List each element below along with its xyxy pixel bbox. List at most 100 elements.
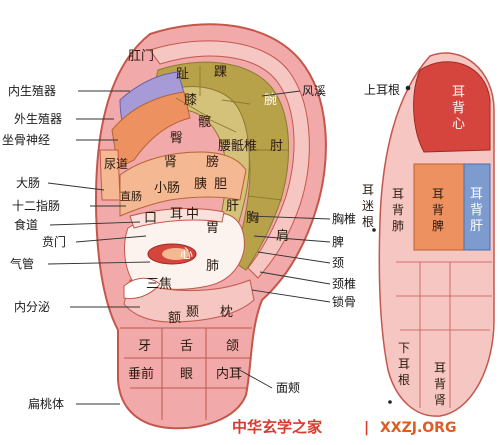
- region-labels: 肛门 趾 踝 膝 髋 腕 臀 腰骶椎 肘 尿道 肾 膀 直肠 小肠 胰 胆 肝 …: [104, 49, 289, 382]
- label-xin: 心: [180, 247, 193, 262]
- label-zhen: 枕: [220, 305, 233, 320]
- label-neifenmi: 内分泌: [14, 300, 50, 314]
- watermark-domain: XXZJ.ORG: [380, 420, 456, 436]
- helix-crus: [129, 208, 225, 229]
- label-erbeigan-3: 肝: [470, 219, 483, 234]
- label-mianjia: 面颊: [276, 381, 300, 395]
- label-yaodizhui: 腰骶椎: [218, 139, 257, 154]
- label-dan: 胆: [214, 177, 227, 192]
- label-erbeipi-3: 脾: [432, 218, 444, 233]
- label-biantaoti: 扁桃体: [28, 396, 64, 411]
- heart-zone-inner: [162, 248, 190, 260]
- label-xiaochang: 小肠: [154, 181, 180, 196]
- label-erbeifei-2: 背: [392, 203, 404, 217]
- label-yan: 眼: [180, 367, 193, 382]
- label-shidao: 食道: [14, 217, 38, 232]
- label-gangmen-1: 肛门: [128, 49, 154, 64]
- label-xiong: 胸: [246, 211, 259, 226]
- label-erbeigan-1: 耳: [470, 187, 483, 202]
- label-er: 耳: [170, 207, 183, 222]
- label-erbeixin-3: 心: [452, 117, 465, 132]
- lobe-grid: [120, 327, 252, 420]
- label-wei: 胃: [206, 221, 219, 236]
- label-pi: 脾: [332, 234, 344, 249]
- label-zhou: 肘: [270, 139, 283, 154]
- label-xiaergen-2: 耳: [398, 357, 410, 371]
- label-mouth: 口: [144, 211, 157, 226]
- label-niaodao: 尿道: [104, 157, 128, 171]
- label-dachang: 大肠: [16, 176, 40, 190]
- label-erbeixin-2: 背: [452, 101, 465, 116]
- left-labels: 内生殖器 外生殖器 坐骨神经 大肠 十二指肠 食道 贲门 气管 内分泌 扁桃体: [2, 83, 66, 411]
- label-shangergen: 上耳根: [364, 83, 400, 97]
- back-liver-zone: [463, 163, 491, 251]
- right-labels: 风溪 胸椎 脾 颈 颈椎 锁骨 面颊: [276, 84, 356, 395]
- label-erbeifei-1: 耳: [392, 187, 404, 201]
- label-e: 额: [168, 311, 181, 326]
- label-zhi: 趾: [176, 67, 189, 82]
- back-ear: [372, 52, 495, 417]
- label-erbeishen-1: 耳: [434, 361, 446, 375]
- label-fengxi: 风溪: [302, 84, 326, 98]
- label-huai: 踝: [214, 65, 227, 80]
- label-waishengzhiqi: 外生殖器: [14, 111, 62, 126]
- label-suogu: 锁骨: [332, 294, 356, 309]
- label-kuan: 髋: [198, 114, 211, 130]
- label-ermigen-3: 根: [362, 215, 374, 229]
- label-chuiqian: 垂前: [128, 366, 154, 382]
- intertragic-notch: [123, 277, 161, 299]
- label-erbeifei-3: 肺: [392, 219, 404, 233]
- back-vagus-dot: [372, 228, 376, 232]
- helix-band: [149, 40, 310, 279]
- right-leaders: [235, 90, 331, 389]
- label-ya: 牙: [138, 339, 151, 354]
- label-he: 颌: [226, 339, 239, 354]
- label-neishengzhiqi: 内生殖器: [8, 83, 56, 98]
- label-xiongzhui: 胸椎: [332, 211, 356, 226]
- label-xiaergen-1: 下: [398, 341, 410, 355]
- label-wan: 腕: [264, 92, 277, 108]
- label-she: 舌: [180, 339, 193, 354]
- back-lower-dot: [388, 400, 392, 404]
- label-erbeipi-1: 耳: [432, 187, 444, 201]
- watermark-sep: |: [364, 420, 369, 436]
- label-zhichang: 直肠: [120, 189, 142, 203]
- back-heart-zone: [413, 61, 491, 153]
- label-erbeishen-2: 背: [434, 377, 446, 391]
- label-ermigen-2: 迷: [362, 199, 374, 213]
- label-erbeixin-1: 耳: [452, 85, 465, 100]
- label-erbeishen-3: 肾: [434, 393, 446, 407]
- antihelix-crus-orange: [111, 91, 191, 169]
- front-ear: [94, 23, 327, 430]
- label-gan: 肝: [226, 199, 239, 214]
- label-tun: 臀: [170, 131, 183, 146]
- label-jingzhui: 颈椎: [332, 276, 356, 291]
- watermark-cn: 中华玄学之家: [232, 418, 322, 436]
- back-labels: 上耳根 耳 背 心 耳 迷 根 耳 背 肺 耳 背 脾 耳 背 肝 下 耳 根 …: [362, 83, 483, 407]
- label-zuogushenjing: 坐骨神经: [2, 133, 50, 147]
- label-shen: 肾: [164, 155, 177, 170]
- label-pangguang: 膀: [206, 154, 219, 170]
- label-nie: 颞: [186, 305, 199, 320]
- antitragus-zone: [123, 279, 255, 323]
- label-erbeipi-2: 背: [432, 203, 444, 217]
- watermark: 中华玄学之家 | XXZJ.ORG: [232, 418, 456, 436]
- back-root-dot: [405, 85, 411, 91]
- back-spleen-zone: [413, 163, 465, 251]
- label-yi: 胰: [194, 177, 207, 192]
- back-grid: [396, 261, 492, 408]
- label-erbeigan-2: 背: [470, 203, 483, 218]
- label-benmen: 贲门: [42, 234, 66, 249]
- label-shierzhichang: 十二指肠: [12, 198, 60, 213]
- label-sanjiao: 三焦: [146, 277, 172, 292]
- label-xiaergen-3: 根: [398, 373, 410, 387]
- label-qiguan: 气管: [10, 256, 34, 271]
- label-jing: 颈: [332, 256, 344, 270]
- label-ermigen-1: 耳: [362, 183, 374, 197]
- left-leaders: [47, 90, 151, 405]
- label-xi: 膝: [184, 93, 197, 108]
- label-fei: 肺: [206, 259, 219, 274]
- label-jian: 肩: [276, 228, 289, 244]
